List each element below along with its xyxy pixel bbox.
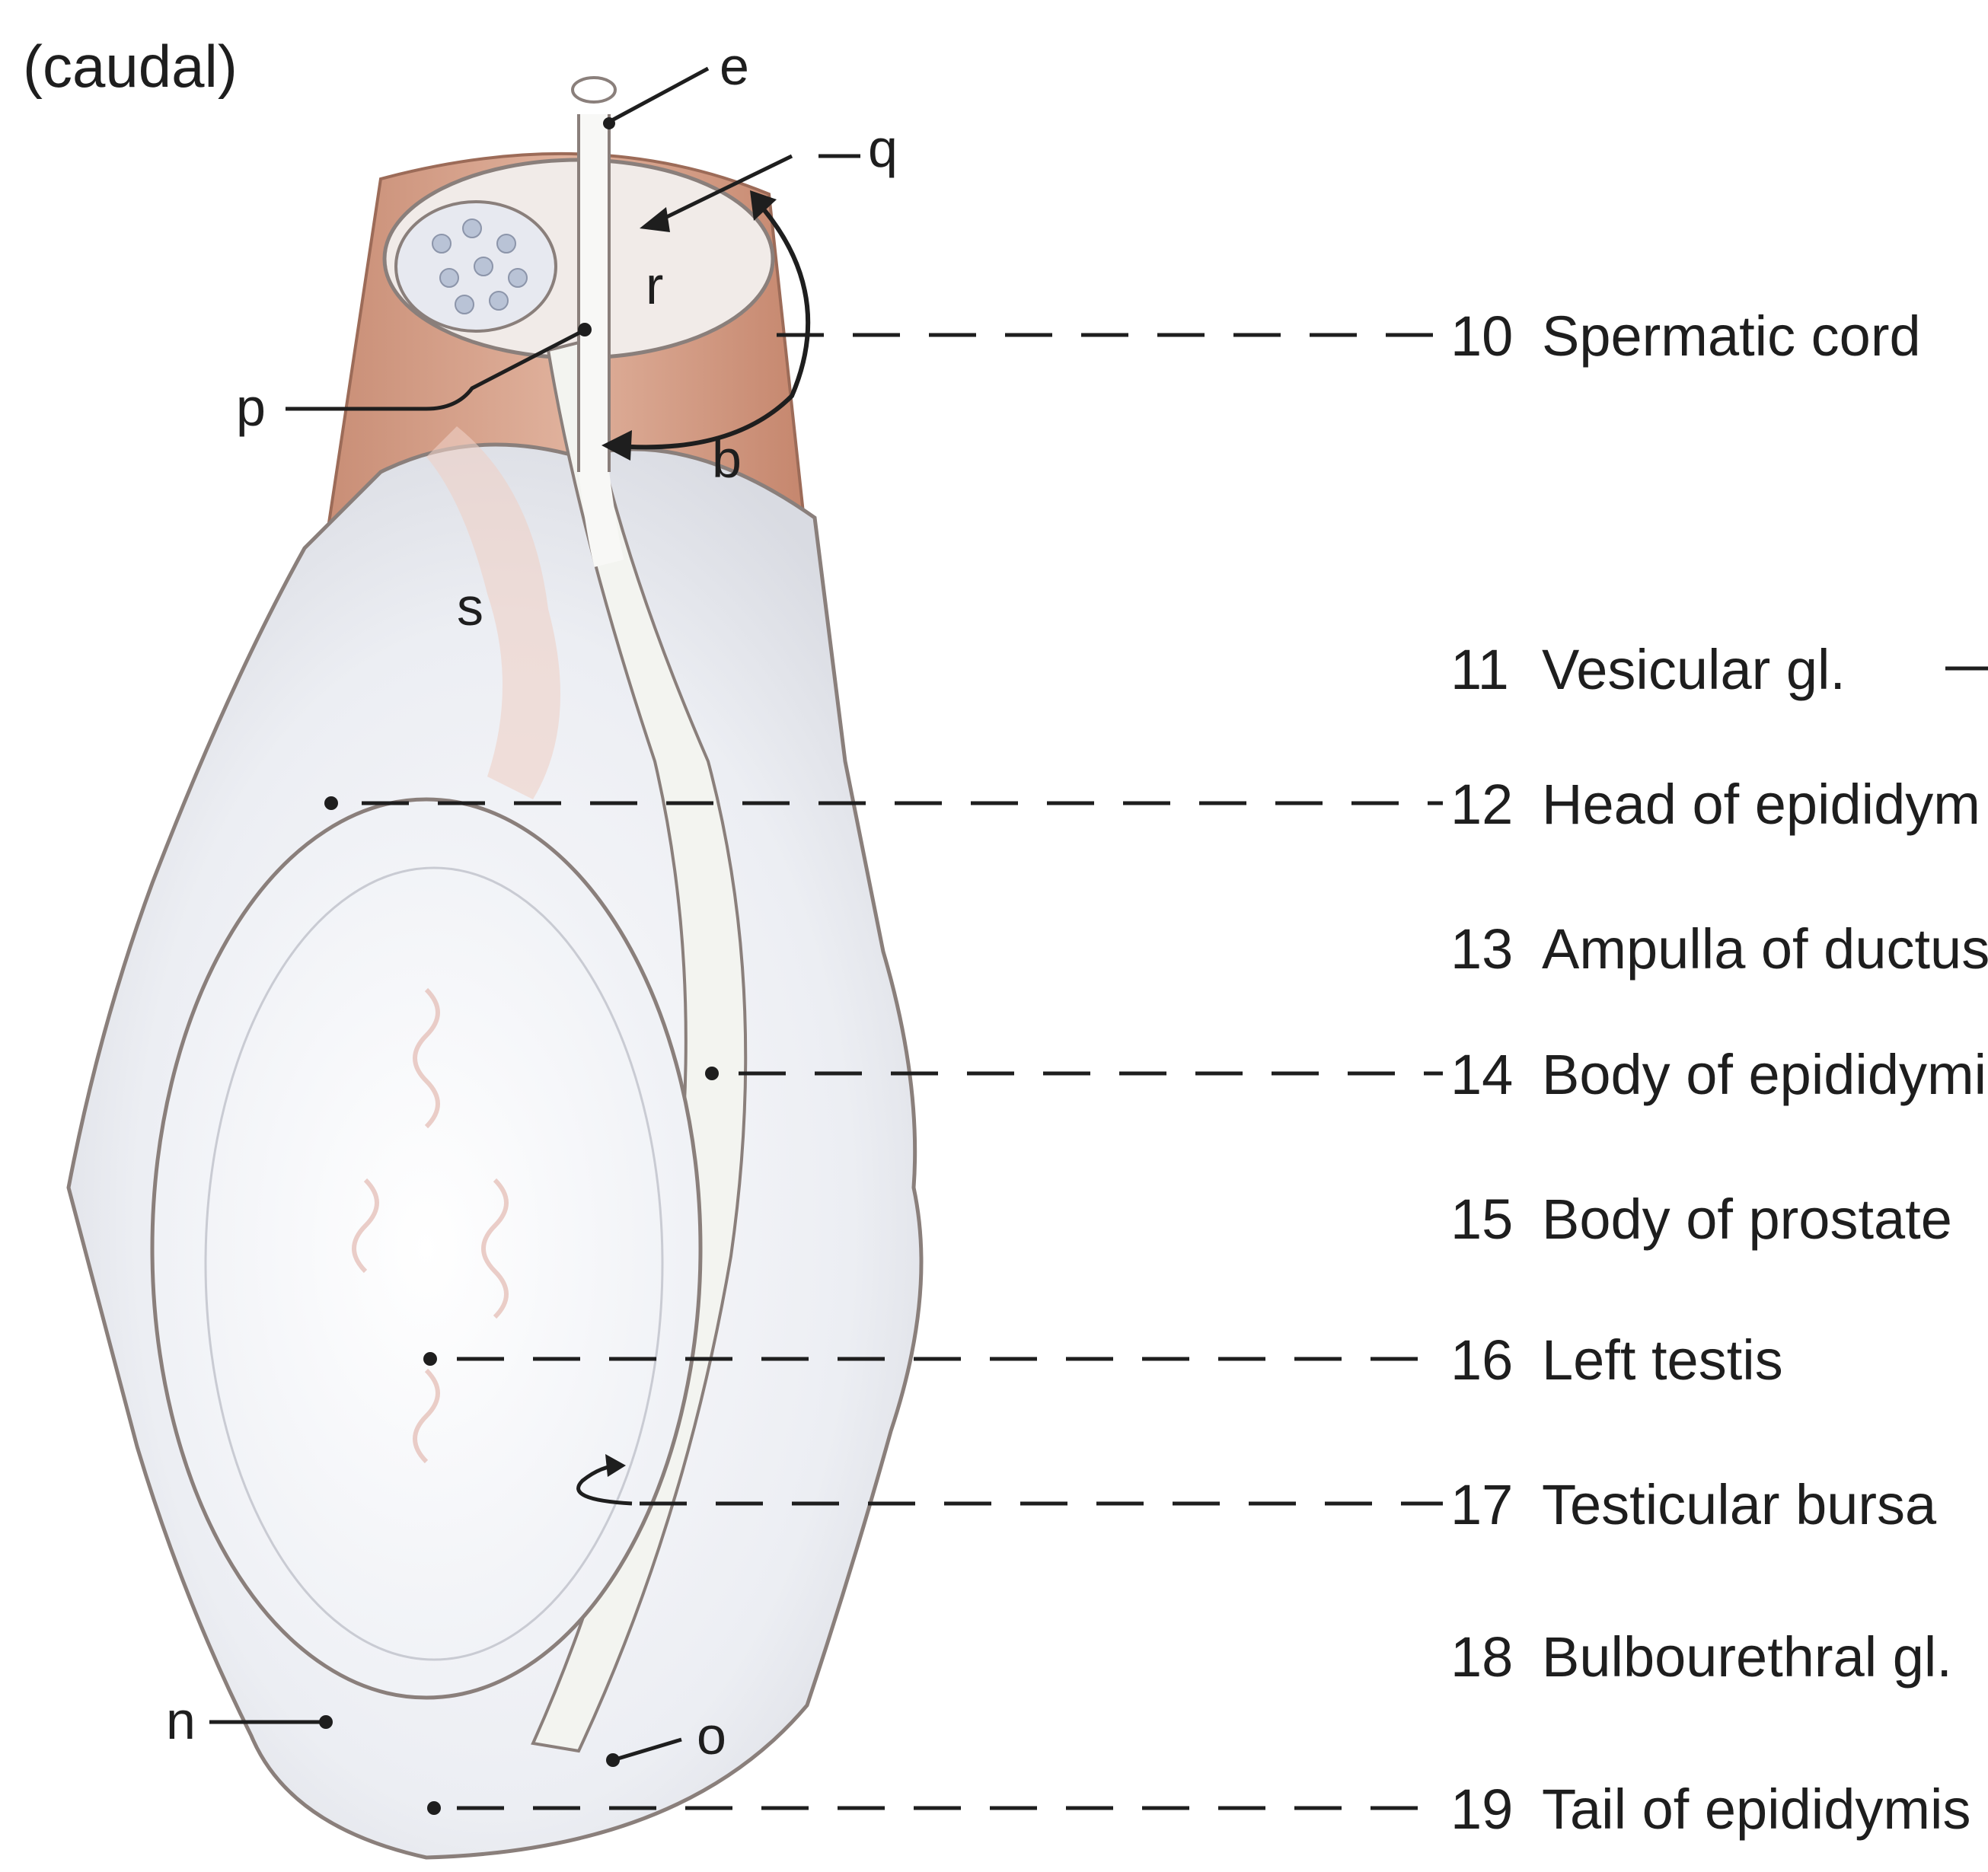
- term-10-number: 10: [1450, 308, 1542, 365]
- term-13-name: Ampulla of ductus: [1542, 917, 1988, 981]
- view-label: (caudal): [23, 37, 238, 96]
- term-13-number: 13: [1450, 921, 1542, 977]
- label-b: b: [712, 432, 742, 486]
- term-18-number: 18: [1450, 1629, 1542, 1685]
- term-12-number: 12: [1450, 777, 1542, 833]
- term-18-name: Bulbourethral gl.: [1542, 1625, 1952, 1689]
- ductus-deferens: [594, 114, 609, 563]
- term-12-name: Head of epididym: [1542, 773, 1980, 836]
- leader-19-dot: [427, 1801, 441, 1815]
- term-15-number: 15: [1450, 1191, 1542, 1248]
- leader-o-dot: [606, 1753, 620, 1767]
- label-n: n: [166, 1694, 196, 1747]
- term-17-name: Testicular bursa: [1542, 1473, 1936, 1536]
- term-14-name: Body of epididymi: [1542, 1043, 1986, 1106]
- testis: [152, 799, 700, 1698]
- term-19-name: Tail of epididymis: [1542, 1778, 1970, 1841]
- label-e: e: [720, 40, 749, 93]
- leader-16-dot: [423, 1352, 437, 1366]
- label-s: s: [457, 580, 483, 633]
- label-p: p: [236, 381, 266, 434]
- leader-n-dot: [319, 1715, 333, 1729]
- leader-12-dot: [324, 796, 338, 810]
- term-15-name: Body of prostate: [1542, 1188, 1952, 1251]
- term-14-number: 14: [1450, 1047, 1542, 1103]
- term-16-number: 16: [1450, 1332, 1542, 1389]
- term-10-name: Spermatic cord: [1542, 305, 1921, 368]
- term-11-number: 11: [1450, 642, 1542, 698]
- leader-14-dot: [705, 1067, 719, 1080]
- label-q: q: [868, 122, 898, 175]
- term-16-name: Left testis: [1542, 1328, 1783, 1392]
- leader-e-dot: [603, 117, 615, 129]
- term-11-name: Vesicular gl.: [1542, 638, 1846, 701]
- label-o: o: [697, 1709, 726, 1762]
- ductus-lumen-cut: [573, 78, 615, 102]
- leader-e: [609, 69, 708, 122]
- label-r: r: [646, 259, 663, 312]
- leader-p-dot: [578, 323, 592, 336]
- term-19-number: 19: [1450, 1781, 1542, 1838]
- term-17-number: 17: [1450, 1477, 1542, 1533]
